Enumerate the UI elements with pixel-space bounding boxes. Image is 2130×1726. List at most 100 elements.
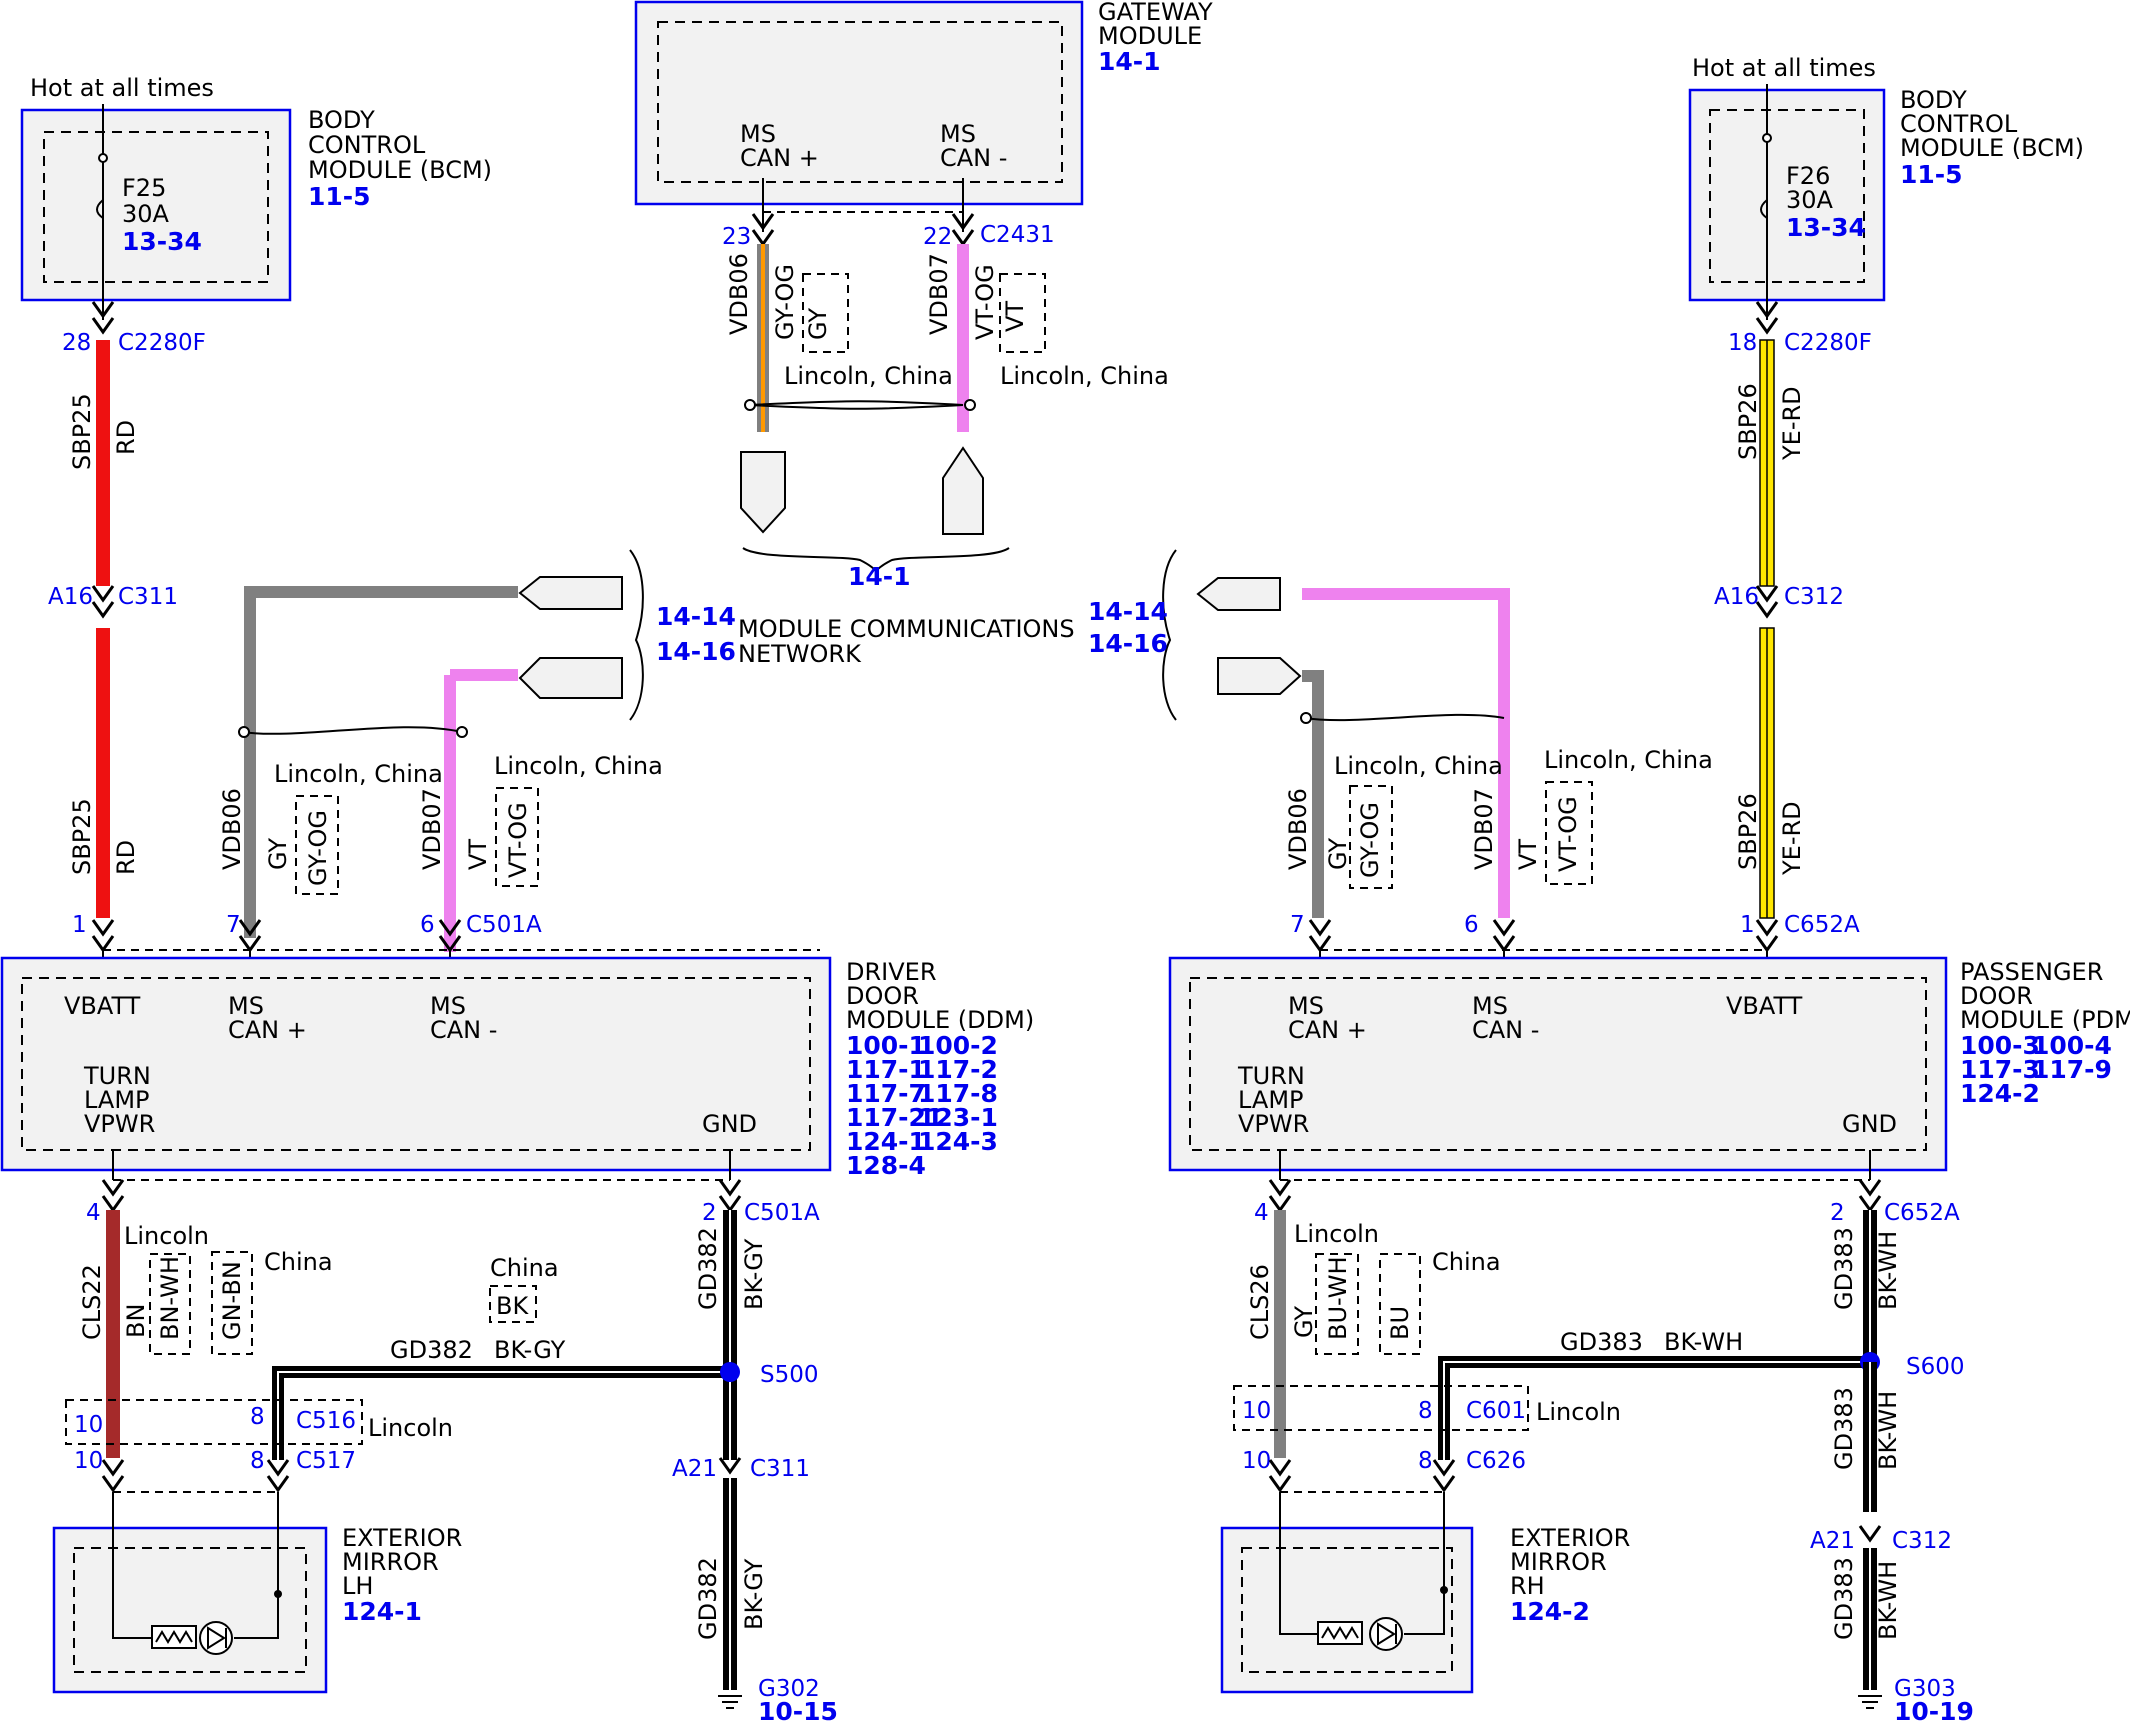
gateway-w2-circuit: VDB07	[925, 253, 953, 335]
pin-6-left: 6	[420, 912, 435, 938]
wire-gd383-top-circuit: GD383	[1830, 1227, 1858, 1310]
mirror-rh-name3: RH	[1510, 1572, 1545, 1600]
network-ref2[interactable]: 14-16	[656, 637, 736, 666]
pdm-turn-1: TURN	[1237, 1062, 1305, 1090]
wire-vdb06-right	[1302, 670, 1324, 918]
left-bk-label: BK	[496, 1292, 529, 1320]
connector-pdm-7-icon	[1308, 919, 1332, 953]
ddm-ref-1[interactable]: 100-1	[846, 1031, 926, 1060]
right-can-w1-color: GY	[1324, 838, 1352, 870]
left-china2-label: China	[490, 1254, 559, 1282]
pin-1-left: 1	[72, 912, 87, 938]
gateway-ref[interactable]: 14-1	[1098, 47, 1161, 76]
ddm-mscan-plus-1: MS	[228, 992, 264, 1020]
mirror-lh-heater-icon	[151, 1625, 197, 1649]
wire-cls26-alt2-box	[1379, 1253, 1421, 1355]
wire-cls22-alt2: GN-BN	[218, 1261, 246, 1340]
ddm-ref-7[interactable]: 117-21	[846, 1103, 943, 1132]
connector-c312-bottom-icon	[1858, 1525, 1882, 1543]
ddm-ref-2[interactable]: 100-2	[918, 1031, 998, 1060]
pin-2-right: 2	[1830, 1200, 1845, 1226]
ground-g302-ref[interactable]: 10-15	[758, 1697, 838, 1726]
wire-gd383-mid-circuit: GD383	[1830, 1387, 1858, 1470]
pin-10-c517: 10	[74, 1448, 103, 1474]
connector-c2280f-right-icon	[1755, 301, 1779, 335]
wire-gd382-top-circuit: GD382	[694, 1227, 722, 1310]
pdm-box	[1168, 956, 1948, 1172]
connector-c501a-bottom: C501A	[744, 1200, 820, 1226]
gateway-name2: MODULE	[1098, 22, 1202, 50]
splice-s600-label: S600	[1906, 1354, 1965, 1380]
ddm-vbatt: VBATT	[64, 992, 141, 1020]
pin-1-right: 1	[1740, 912, 1755, 938]
pdm-inner	[1189, 977, 1927, 1151]
network-right-ref2[interactable]: 14-16	[1088, 629, 1168, 658]
connector-c311-bottom-icon	[718, 1457, 742, 1475]
ddm-ref-3[interactable]: 117-1	[846, 1055, 926, 1084]
twisted-pair-right	[1303, 713, 1505, 722]
pin-6-right: 6	[1464, 912, 1479, 938]
gateway-option2: Lincoln, China	[1000, 362, 1169, 390]
fuse-left-ref[interactable]: 13-34	[122, 227, 202, 256]
left-can-w1-color: GY	[264, 838, 292, 870]
connector-c652a-top: C652A	[1784, 912, 1860, 938]
network-right-ref1[interactable]: 14-14	[1088, 597, 1168, 626]
ddm-turn-3: VPWR	[84, 1110, 155, 1138]
splice-gd383-circuit: GD383	[1560, 1328, 1643, 1356]
pin-8-c626: 8	[1418, 1448, 1433, 1474]
connector-c601-box	[1233, 1385, 1529, 1431]
ddm-ref-5[interactable]: 117-7	[846, 1079, 926, 1108]
left-china-label: China	[264, 1248, 333, 1276]
mirror-rh-name2: MIRROR	[1510, 1548, 1607, 1576]
mirror-rh-ref[interactable]: 124-2	[1510, 1597, 1590, 1626]
wire-sbp26-top-color: YE-RD	[1778, 386, 1806, 461]
pdm-mscan-plus-1: MS	[1288, 992, 1324, 1020]
gateway-brace-ref[interactable]: 14-1	[848, 562, 911, 591]
ddm-ref-6[interactable]: 117-8	[918, 1079, 998, 1108]
connector-c517-10-icon	[101, 1459, 125, 1493]
pdm-ref-5[interactable]: 124-2	[1960, 1079, 2040, 1108]
ground-g303-ref[interactable]: 10-19	[1894, 1697, 1974, 1726]
mirror-lh-ref[interactable]: 124-1	[342, 1597, 422, 1626]
pdm-ref-1[interactable]: 100-3	[1960, 1031, 2040, 1060]
network-ref1[interactable]: 14-14	[656, 602, 736, 631]
wire-sbp25-bottom-color: RD	[112, 840, 140, 875]
connector-ddm-4-icon	[101, 1179, 125, 1213]
pin-a16-right: A16	[1714, 584, 1759, 610]
left-can-w2-alt: VT-OG	[504, 802, 532, 878]
twist-node-2	[964, 399, 976, 411]
wire-gd383-top-color: BK-WH	[1874, 1231, 1902, 1310]
mirror-lh-diode-icon	[207, 1626, 227, 1650]
gateway-w2-alt-box	[999, 273, 1046, 353]
bcm-right-ref[interactable]: 11-5	[1900, 160, 1963, 189]
pin-22: 22	[923, 224, 952, 250]
ddm-turn-2: LAMP	[84, 1086, 150, 1114]
bcm-left-ref[interactable]: 11-5	[308, 182, 371, 211]
right-can-w1-alt: GY-OG	[1356, 802, 1384, 878]
fuse-right-ref[interactable]: 13-34	[1786, 213, 1866, 242]
pdm-ref-2[interactable]: 100-4	[2032, 1031, 2112, 1060]
pin-23: 23	[722, 224, 751, 250]
wire-cls22-color: BN	[122, 1304, 150, 1338]
bcm-left-inner	[43, 131, 269, 283]
pdm-ref-4[interactable]: 117-9	[2032, 1055, 2112, 1084]
pin-28: 28	[62, 330, 91, 356]
brace-right	[1162, 549, 1177, 721]
ddm-ref-9[interactable]: 124-1	[846, 1127, 926, 1156]
pdm-ref-3[interactable]: 117-3	[1960, 1055, 2040, 1084]
mirror-rh-circuit	[1279, 1492, 1445, 1635]
ddm-ref-11[interactable]: 128-4	[846, 1151, 926, 1180]
wire-cls26-alt2: BU	[1386, 1306, 1414, 1340]
right-can-option1: Lincoln, China	[1334, 752, 1503, 780]
gateway-flag-up	[942, 446, 984, 535]
gateway-w1-color: GY-OG	[771, 264, 799, 340]
pin-4-left: 4	[86, 1200, 101, 1226]
ddm-ref-4[interactable]: 117-2	[918, 1055, 998, 1084]
hot-label-left: Hot at all times	[30, 74, 214, 102]
flag-left-1	[518, 576, 623, 610]
ddm-ref-8[interactable]: 123-1	[918, 1103, 998, 1132]
wire-cls26-color: GY	[1290, 1306, 1318, 1338]
ddm-ref-10[interactable]: 124-3	[918, 1127, 998, 1156]
gateway-pin-a1: MS	[740, 120, 776, 148]
left-can-w2-alt-box	[495, 787, 539, 887]
